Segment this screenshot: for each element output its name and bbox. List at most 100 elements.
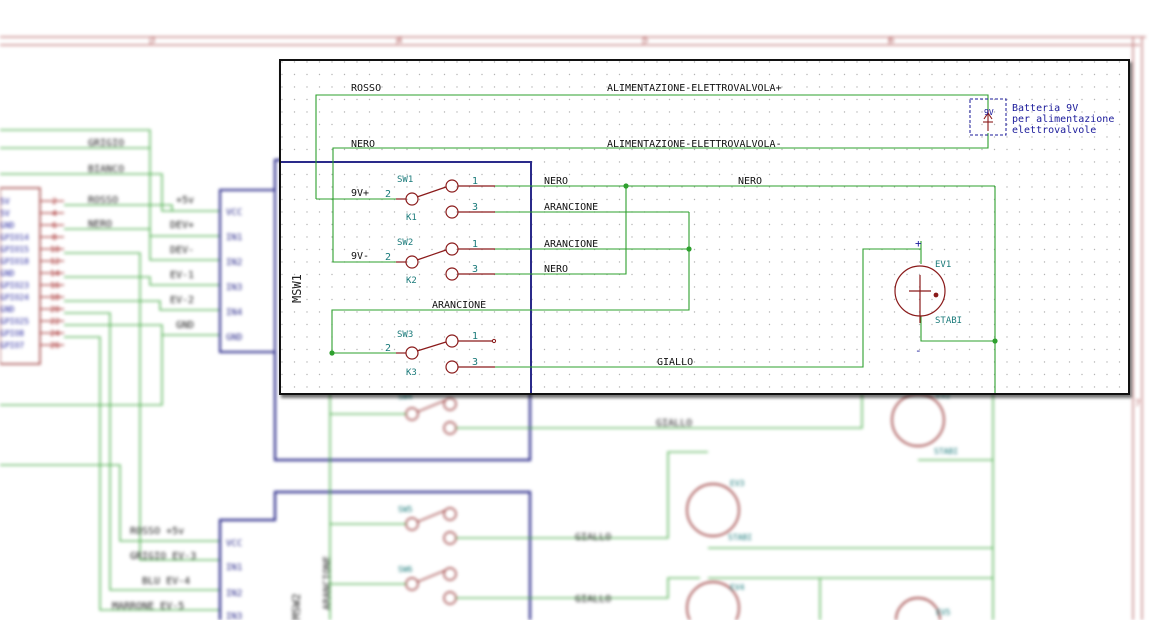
frame-mark: 7 — [1135, 399, 1140, 409]
frame-mark: 4 — [397, 36, 402, 46]
schematic-detail: MSW1 R — [281, 61, 1128, 393]
valve-ref: EV4 — [730, 583, 745, 592]
wire-label: BLU EV-4 — [142, 576, 190, 587]
switch-ref: SW3 — [397, 330, 413, 340]
net-label-9v-minus: 9V- — [351, 251, 369, 262]
wire-label-arancione: ARANCIONE — [544, 239, 598, 250]
switch-sw3[interactable]: SW3 K3 2 1 3 — [385, 330, 497, 378]
valve-ref: EV5 — [936, 608, 951, 617]
module-pin: VCC — [226, 208, 242, 218]
pin-number: 1 — [472, 331, 478, 342]
wire-label: EV-1 — [170, 270, 194, 281]
gpio-label: GPIO18 — [0, 257, 29, 266]
gpio-label: GPIO8 — [0, 329, 24, 338]
switch-ref: SW1 — [397, 175, 413, 185]
wire-label-alim-plus: ALIMENTAZIONE-ELETTROVALVOLA+ — [607, 83, 782, 94]
module-outline — [281, 161, 532, 393]
module-pin: IN2 — [226, 589, 242, 599]
wire-label: GIALLO — [656, 418, 692, 429]
gpio-label: GND — [0, 221, 15, 230]
wire-label: MARRONE EV-5 — [112, 601, 184, 612]
wire-label-nero: NERO — [738, 176, 762, 187]
pin-number: 2 — [385, 343, 391, 354]
wire-label: ROSSO +5v — [130, 526, 184, 537]
module-pin: IN1 — [226, 233, 242, 243]
wire-label-nero: NERO — [544, 176, 568, 187]
module-pin: IN3 — [226, 612, 242, 620]
valve-plus-mark: + — [915, 237, 922, 250]
wire-label-arancione: ARANCIONE — [432, 300, 486, 311]
gpio-label: GPIO15 — [0, 245, 29, 254]
wire-label-nero: NERO — [544, 264, 568, 275]
pin-number: 1 — [472, 239, 478, 250]
wire-label-nero: NERO — [351, 139, 375, 150]
valve-minus-mark: - — [915, 344, 922, 357]
wire-label: ARANCIONE — [322, 556, 333, 610]
battery-note: elettrovalvole — [1012, 125, 1096, 136]
frame-mark: 3 — [150, 36, 155, 46]
module-pin: IN3 — [226, 283, 242, 293]
pin-number: 3 — [472, 264, 478, 275]
valve-value: STABI — [728, 533, 752, 542]
pin-number: 1 — [472, 176, 478, 187]
switch-k-label: K1 — [406, 213, 417, 223]
valve-ev1[interactable]: + - EV1 STABI — [863, 237, 962, 357]
valve-ref: EV2 — [936, 391, 951, 400]
module-pin: IN1 — [226, 563, 242, 573]
valve-value: STABI — [934, 447, 958, 456]
wire-label-arancione: ARANCIONE — [544, 202, 598, 213]
module-pin: VCC — [226, 539, 242, 549]
wire-label: NERO — [88, 219, 112, 230]
wire-label: BIANCO — [88, 164, 124, 175]
switch-ref: SW6 — [398, 565, 413, 574]
frame-mark: 5 — [643, 36, 648, 46]
gpio-label: 5V — [0, 197, 10, 206]
module-pin: IN2 — [226, 258, 242, 268]
frame-mark: 6 — [889, 36, 894, 46]
gpio-label: GPIO7 — [0, 341, 24, 350]
wire-label: GIALLO — [575, 594, 611, 605]
gpio-label: GPIO25 — [0, 317, 29, 326]
grid — [281, 61, 1128, 393]
switch-k-label: K2 — [406, 276, 417, 286]
battery-symbol[interactable]: 9V Batteria 9V per alimentazione elettro… — [969, 98, 1114, 136]
valve-value: STABI — [935, 316, 962, 326]
switch-ref: SW5 — [398, 505, 413, 514]
wire-label: EV-2 — [170, 295, 194, 306]
module-pin: GND — [226, 333, 242, 343]
wire-label: DEV- — [170, 245, 194, 256]
switch-ref: SW2 — [397, 238, 413, 248]
junctions — [329, 183, 998, 356]
module-ref: MSW2 — [290, 594, 303, 620]
gpio-label: GPIO23 — [0, 281, 29, 290]
switch-sw2[interactable]: SW2 K2 2 1 3 — [385, 238, 495, 286]
gpio-label: 5V — [0, 209, 10, 218]
zoom-panel[interactable]: MSW1 R — [279, 59, 1130, 395]
battery-value: 9V — [984, 108, 994, 117]
pin-number: 3 — [472, 357, 478, 368]
switch-k-label: K3 — [406, 368, 417, 378]
gpio-label: GPIO14 — [0, 233, 29, 242]
pin-number: 3 — [472, 202, 478, 213]
switch-ref: SW4 — [398, 392, 413, 401]
wire-label: ROSSO — [88, 195, 118, 206]
wire-label: GRIGIO — [88, 138, 124, 149]
switch-sw1[interactable]: SW1 K1 2 1 3 — [385, 175, 495, 223]
net-label-9v-plus: 9V+ — [351, 188, 369, 199]
wire-label-giallo: GIALLO — [657, 357, 693, 368]
module-pin: IN4 — [226, 308, 242, 318]
wire-label-rosso: ROSSO — [351, 83, 381, 94]
wire-label: DEV+ — [170, 220, 194, 231]
valve-ref: EV1 — [935, 260, 951, 270]
wire-label: GND — [176, 320, 194, 331]
gpio-label: GND — [0, 269, 15, 278]
pin-number: 2 — [385, 252, 391, 263]
wire-label-alim-minus: ALIMENTAZIONE-ELETTROVALVOLA- — [607, 139, 782, 150]
wire-label: GIALLO — [575, 532, 611, 543]
battery-note: per alimentazione — [1012, 114, 1114, 125]
wire-label: GRIGIO EV-3 — [130, 551, 196, 562]
battery-note: Batteria 9V — [1012, 103, 1078, 114]
wire-label: +5v — [176, 195, 194, 206]
